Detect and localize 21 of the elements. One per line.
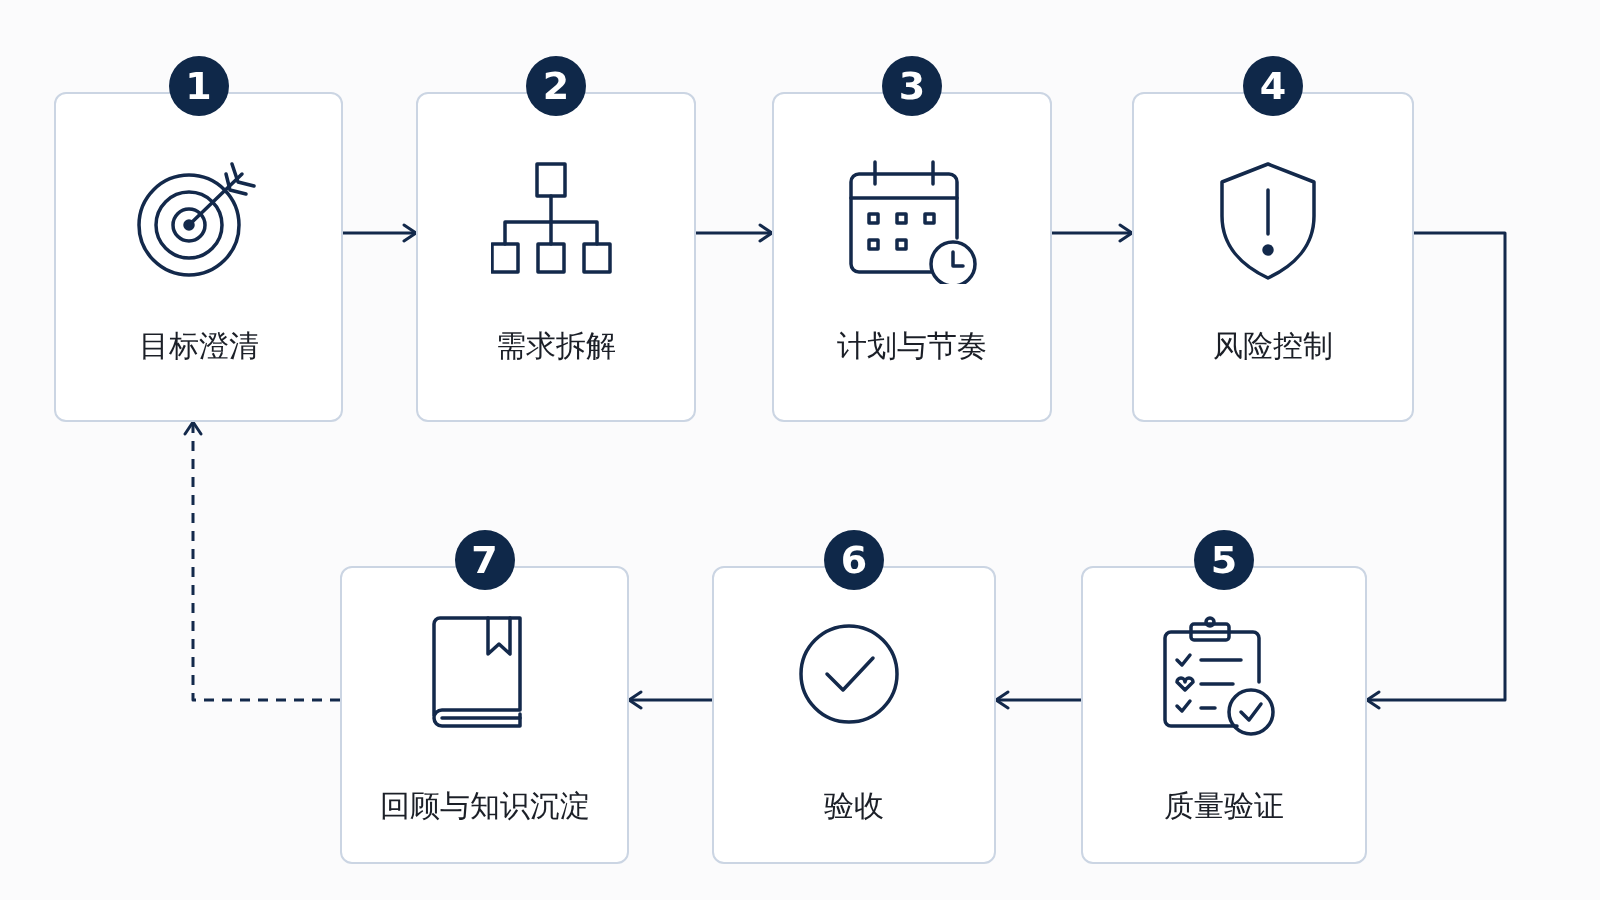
step-label: 目标澄清	[138, 327, 259, 365]
step-number-badge: 4	[1243, 56, 1303, 116]
step-label: 质量验证	[1164, 787, 1284, 825]
step-number-badge: 2	[526, 56, 586, 116]
arrow	[1365, 231, 1507, 710]
step-label: 验收	[824, 787, 884, 825]
arrow	[994, 690, 1081, 710]
step-label: 回顾与知识沉淀	[379, 787, 590, 825]
arrow	[343, 223, 418, 243]
step-number-badge: 6	[824, 530, 884, 590]
step-number-badge: 3	[882, 56, 942, 116]
arrow	[696, 223, 774, 243]
step-number-badge: 7	[454, 530, 515, 590]
arrow	[627, 690, 712, 710]
arrow	[1052, 223, 1134, 243]
step-number-badge: 1	[168, 56, 229, 116]
step-number-badge: 5	[1194, 530, 1254, 590]
step-label: 计划与节奏	[837, 327, 987, 365]
step-label: 风险控制	[1213, 327, 1333, 365]
arrow	[183, 420, 340, 702]
step-label: 需求拆解	[496, 327, 616, 365]
